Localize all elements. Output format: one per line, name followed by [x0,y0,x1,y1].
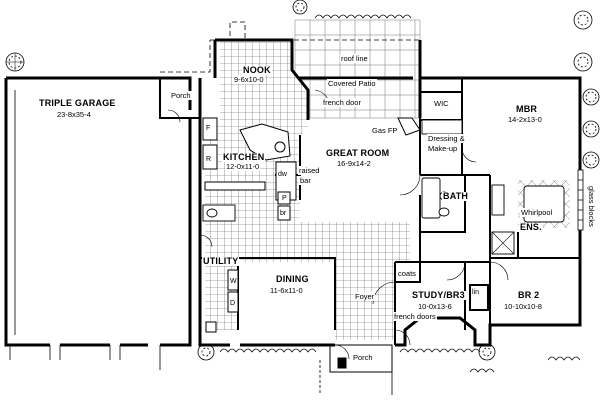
p-box [277,191,291,205]
nook-dim: 9-6x10-0 [233,75,265,84]
dining-name: DINING [275,274,310,284]
gas-fireplace [397,117,421,136]
garage-door-marks [9,345,161,370]
fridge [202,144,218,170]
nook-walls [213,38,310,120]
exterior-walls [4,38,582,347]
kitchen-dim: 12-0x11-0 [225,162,261,171]
garage-dim: 23-8x35-4 [57,110,91,119]
whirlpool-label: Whirlpool [520,208,554,217]
br-label: br [280,210,287,217]
roof-line-left [160,40,211,73]
utility-box [205,321,217,333]
tree-right-2 [573,52,593,72]
nook-tile [220,42,308,136]
dressing-label: Dressing & [427,134,466,143]
sink [274,141,286,153]
counter-bottom [204,181,266,191]
raised-label: raised [298,166,321,175]
d-label: D [230,300,236,307]
w-label: W [230,278,237,285]
lin-walls [469,284,489,311]
dw-label: dw [278,171,287,178]
corridor-tile [240,222,410,262]
french-door-label: french door [322,98,362,107]
f-label: F [206,125,211,132]
br2-walls [465,258,491,325]
tile-floors [205,42,570,340]
tree-right-1 [573,10,593,30]
makeup-label: Make-up [427,144,459,153]
pantry-f [202,117,218,141]
roof-line [210,21,420,41]
foyer-label: Foyer [354,292,376,301]
utility-fixtures [205,269,239,333]
washer [227,269,239,291]
r-label: R [206,156,212,163]
french-doors-label: french doors [393,312,437,321]
ens-vanity [491,184,505,216]
garage-porch-label: Porch [170,91,192,100]
dining-dim: 11-6x11-0 [269,286,304,295]
front-porch [319,344,393,395]
tree-top-center [292,0,308,15]
front-porch-label: Porch [352,353,374,362]
glass-blocks-label: glass blocks [587,186,596,227]
wic-label: WIC [433,99,450,108]
garage-name: TRIPLE GARAGE [38,98,117,108]
mbr-name: MBR [515,104,539,114]
coats-walls [395,261,421,283]
br-box [277,205,291,221]
br2-name: BR 2 [517,290,541,300]
house-walls [198,40,582,347]
raised-bar [275,161,297,201]
hedges [219,14,581,373]
p-label: P [282,195,287,202]
covered-patio-label: Covered Patio [327,79,377,88]
garage-walls [4,76,192,347]
half-bath-toilet [206,208,218,218]
mbr-dim: 14-2x13-0 [507,115,543,124]
tree-top-left [5,52,25,72]
gas-fp-label: Gas FP [371,126,399,135]
ens-label: ENS. [519,222,543,232]
landscape-trees [5,0,600,361]
vanity-upper [421,119,463,135]
study-name: STUDY/BR3 [411,290,466,300]
great-room-dim: 16-9x14-2 [336,159,372,168]
tree-right-5 [582,151,600,169]
bath-label: BATH [442,191,470,201]
study-dim: 10-0x13-6 [417,302,453,311]
glass-blocks-wall [577,169,584,231]
kitchen-name: KITCHEN [222,152,266,162]
bath-tub [421,177,441,219]
mbr-left [461,78,490,176]
bar-label: bar [299,176,312,185]
bath-walls [420,174,466,233]
lin-label: lin [472,289,480,296]
utility-label: UTILITY [202,256,240,266]
tree-right-4 [582,120,600,138]
door-swings [167,89,509,360]
kitchen-fixtures [202,117,297,221]
great-room-name: GREAT ROOM [325,148,391,158]
bath-toilet [438,207,450,217]
roof-line-label: roof line [340,54,369,63]
nook-name: NOOK [242,65,272,75]
coats-label: coats [397,269,417,278]
dryer [227,291,239,313]
tree-right-3 [582,88,600,106]
br2-dim: 10-10x10-8 [503,302,543,311]
